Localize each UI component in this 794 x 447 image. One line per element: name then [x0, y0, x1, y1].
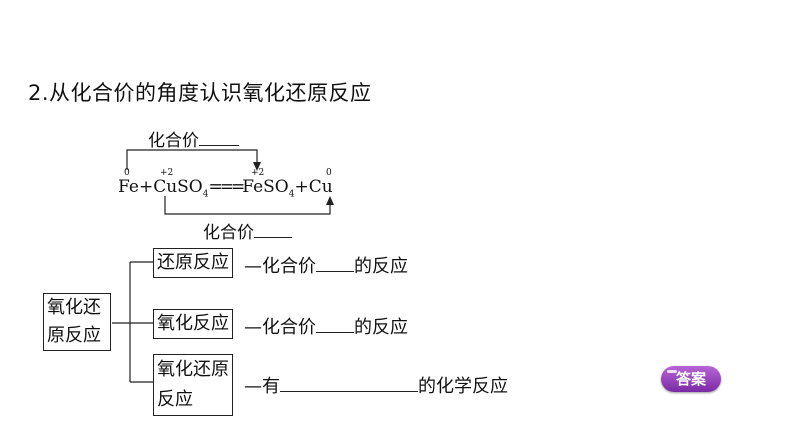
row-1-text-2: 的反应 — [354, 256, 408, 277]
row-2-text-1: 化合价 — [262, 317, 316, 338]
row-2-text: —化合价 的反应 — [244, 313, 408, 339]
page-title: 2.从化合价的角度认识氧化还原反应 — [28, 81, 372, 105]
row-3-blank[interactable] — [280, 391, 418, 392]
redox-box-line-1: 氧化还原 — [157, 359, 229, 380]
row-1-dash: — — [244, 256, 262, 277]
row-3-text: —有 的化学反应 — [244, 372, 508, 398]
bottom-note-text: 化合价 — [203, 223, 254, 243]
eq-fe-2: Fe — [242, 177, 264, 197]
top-note-text: 化合价 — [148, 131, 199, 151]
row-1-blank[interactable] — [316, 271, 354, 272]
ox-state-fe2: +2 — [251, 168, 265, 178]
answer-button-label: 答案 — [675, 370, 706, 388]
center-box-line-1: 氧化还 — [47, 297, 101, 318]
top-note-blank[interactable] — [199, 145, 239, 146]
chemical-equation: Fe+CuSO4===FeSO4+Cu — [118, 177, 333, 199]
eq-sub-1: 4 — [202, 189, 209, 200]
eq-cu-2: Cu — [308, 177, 333, 197]
ox-state-fe: 0 — [124, 168, 130, 178]
redox-box: 氧化还原 反应 — [153, 354, 233, 416]
answer-button-highlight — [667, 370, 677, 373]
row-3-text-2: 的化学反应 — [418, 376, 508, 397]
answer-button[interactable]: 答案 — [661, 366, 721, 392]
eq-cu-1: Cu — [153, 177, 178, 197]
row-2-dash: — — [244, 317, 262, 338]
eq-so-1: SO — [177, 177, 203, 197]
eq-so-2: SO — [263, 177, 289, 197]
ox-state-cu2: 0 — [326, 168, 332, 178]
bottom-arrow-head — [326, 196, 334, 205]
eq-plus-1: + — [138, 177, 154, 197]
reduction-box: 还原反应 — [153, 248, 233, 278]
ox-state-cu: +2 — [160, 168, 174, 178]
eq-equals: === — [208, 177, 245, 197]
top-arrow-head — [253, 162, 261, 171]
row-3-text-1: 有 — [262, 376, 280, 397]
row-1-text-1: 化合价 — [262, 256, 316, 277]
eq-plus-2: + — [294, 177, 309, 197]
eq-fe: Fe — [118, 177, 139, 197]
center-box: 氧化还 原反应 — [43, 293, 111, 351]
bottom-note-blank[interactable] — [254, 237, 292, 238]
row-1-text: —化合价 的反应 — [244, 252, 408, 278]
oxidation-box: 氧化反应 — [153, 309, 233, 339]
bottom-bracket-line — [164, 196, 331, 215]
row-2-text-2: 的反应 — [354, 317, 408, 338]
top-bracket-line — [126, 149, 258, 170]
redox-box-line-2: 反应 — [157, 389, 193, 410]
row-3-dash: — — [244, 376, 262, 397]
bottom-note: 化合价 — [203, 218, 292, 243]
center-box-line-2: 原反应 — [47, 325, 101, 346]
top-note: 化合价 — [148, 126, 239, 151]
row-2-blank[interactable] — [316, 332, 354, 333]
eq-sub-2: 4 — [288, 189, 295, 200]
